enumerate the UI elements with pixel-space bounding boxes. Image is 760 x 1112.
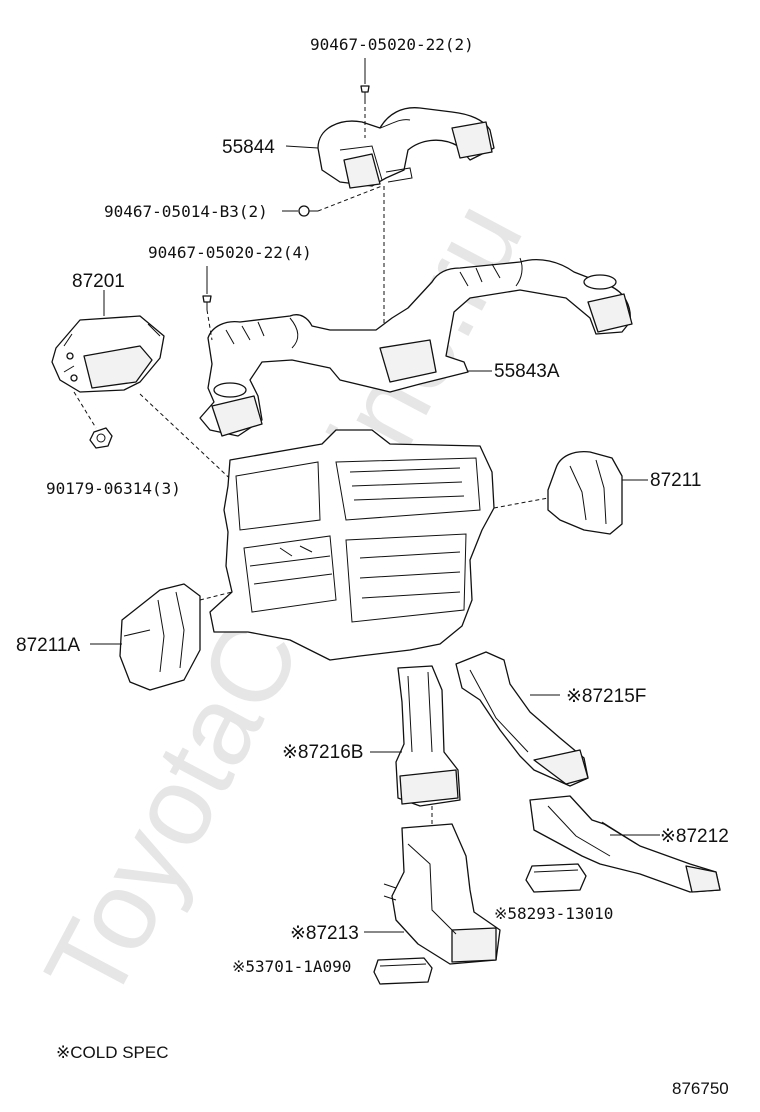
pad-53701-1a090[interactable] (373, 957, 433, 985)
label-87213: ※87213 (290, 923, 359, 944)
part-87211a-duct[interactable] (119, 583, 201, 691)
pad-58293-13010[interactable] (525, 863, 587, 893)
label-58293-13010: ※58293-13010 (494, 904, 613, 923)
part-87215f-duct[interactable] (455, 651, 589, 787)
label-90179-06314-3: 90179-06314(3) (46, 479, 181, 498)
label-90467-05014-b3-2: 90467-05014-B3(2) (104, 202, 268, 221)
part-87211-duct[interactable] (547, 450, 623, 535)
label-87211a: 87211A (16, 635, 80, 656)
part-55843a-duct[interactable] (199, 257, 633, 437)
part-87213-duct[interactable] (383, 823, 501, 965)
label-87201: 87201 (72, 271, 125, 292)
footnote-cold-spec: ※COLD SPEC (56, 1043, 169, 1062)
label-87211: 87211 (650, 470, 701, 491)
label-53701-1a090: ※53701-1A090 (232, 957, 351, 976)
screw-90467-05020-22-4-icon (202, 295, 212, 310)
nut-90179-06314-3-icon (89, 427, 113, 449)
part-55844-duct[interactable] (317, 107, 495, 189)
label-87216b: ※87216B (282, 742, 363, 763)
part-heater-unit[interactable] (209, 429, 495, 661)
diagram-number: 876750 (672, 1079, 729, 1098)
part-87212-duct[interactable] (529, 795, 721, 893)
part-87201-bracket[interactable] (51, 315, 165, 393)
label-87215f: ※87215F (566, 686, 646, 707)
label-55843a: 55843A (494, 361, 560, 382)
label-90467-05020-22-4: 90467-05020-22(4) (148, 243, 312, 262)
label-87212: ※87212 (660, 826, 729, 847)
screw-90467-05014-b3-2-icon (298, 205, 318, 217)
part-87216b-duct[interactable] (395, 665, 461, 807)
screw-90467-05020-22-2-icon (360, 85, 370, 100)
label-90467-05020-22-2: 90467-05020-22(2) (310, 35, 474, 54)
label-55844: 55844 (222, 137, 275, 158)
